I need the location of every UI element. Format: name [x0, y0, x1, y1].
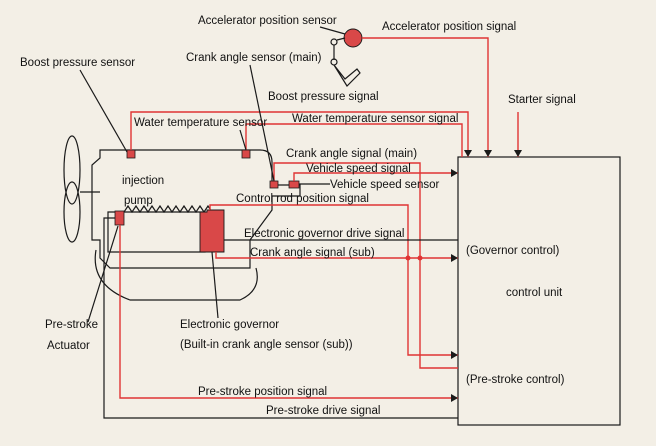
crank-angle-sensor-main	[269, 180, 279, 189]
accelerator-sensor-disc	[343, 28, 363, 48]
engine-block-lower	[94, 249, 258, 301]
label-pre-stroke-drive-signal: Pre-stroke drive signal	[266, 405, 380, 417]
label-injection: injection	[122, 175, 164, 187]
label-pump: pump	[124, 195, 153, 207]
leader-accel-sensor	[319, 26, 346, 35]
pre-stroke-drive-line	[103, 217, 458, 419]
control-rod-signal-line	[209, 204, 458, 356]
label-water-sensor: Water temperature sensor	[134, 117, 267, 129]
pre-stroke-actuator	[114, 210, 125, 226]
arrowhead-starter	[514, 150, 522, 157]
label-boost-signal: Boost pressure signal	[268, 91, 379, 103]
vehicle-speed-signal-line	[293, 172, 458, 181]
label-electronic-governor: Electronic governor	[180, 319, 279, 331]
label-vehicle-speed-sensor: Vehicle speed sensor	[330, 179, 439, 191]
junction-dot-2	[405, 255, 411, 261]
vehicle-speed-sensor	[288, 180, 300, 189]
crank-main-signal-line	[273, 162, 458, 369]
arrowhead-speed	[451, 169, 458, 177]
label-governor-sub: (Built-in crank angle sensor (sub))	[180, 339, 353, 351]
label-boost-sensor: Boost pressure sensor	[20, 57, 135, 69]
fan-blade-top	[63, 135, 81, 205]
boost-pressure-sensor	[126, 149, 136, 159]
leader-boost-sensor	[79, 69, 128, 153]
water-temperature-sensor	[241, 149, 251, 159]
label-starter-signal: Starter signal	[508, 94, 576, 106]
accelerator-signal-line	[362, 37, 489, 157]
accelerator-pivot-top	[330, 38, 338, 46]
label-crank-sub-signal: Crank angle signal (sub)	[250, 247, 375, 259]
pre-stroke-position-line	[119, 225, 458, 399]
arrowhead-accel	[484, 150, 492, 157]
water-signal-line	[245, 123, 463, 157]
arrowhead-control-rod	[451, 351, 458, 359]
leader-water-sensor	[239, 129, 247, 151]
label-crank-main-signal: Crank angle signal (main)	[286, 148, 417, 160]
label-crank-main-sensor: Crank angle sensor (main)	[186, 52, 322, 64]
label-vehicle-speed-signal: Vehicle speed signal	[306, 163, 411, 175]
label-governor-control: (Governor control)	[466, 245, 559, 257]
label-accelerator-sensor: Accelerator position sensor	[198, 15, 337, 27]
label-governor-drive-signal: Electronic governor drive signal	[244, 228, 404, 240]
fan-blade-bottom	[63, 181, 81, 243]
label-control-unit: control unit	[506, 287, 563, 299]
injection-pump-rack	[123, 204, 213, 214]
label-accelerator-signal: Accelerator position signal	[382, 21, 516, 33]
control-unit-box	[457, 156, 621, 426]
label-pre-stroke-position-signal: Pre-stroke position signal	[198, 386, 327, 398]
arrowhead-pre-pos	[451, 394, 458, 402]
crank-sub-signal-line	[215, 252, 458, 259]
junction-dot-1	[417, 255, 423, 261]
label-actuator: Actuator	[47, 340, 90, 352]
label-water-signal: Water temperature sensor signal	[292, 113, 458, 125]
accelerator-link	[336, 37, 346, 41]
arrowhead-crank-sub	[451, 254, 458, 262]
label-pre-stroke: Pre-stroke	[45, 319, 98, 331]
accelerator-pedal	[333, 64, 361, 87]
arrowhead-boost	[464, 150, 472, 157]
electronic-governor	[199, 209, 225, 253]
leader-crank-main	[249, 64, 275, 182]
leader-governor	[211, 251, 219, 319]
leader-pre-stroke	[87, 225, 119, 323]
boost-signal-line	[130, 111, 469, 157]
label-pre-stroke-control: (Pre-stroke control)	[466, 374, 565, 386]
label-control-rod-signal: Control rod position signal	[236, 193, 369, 205]
